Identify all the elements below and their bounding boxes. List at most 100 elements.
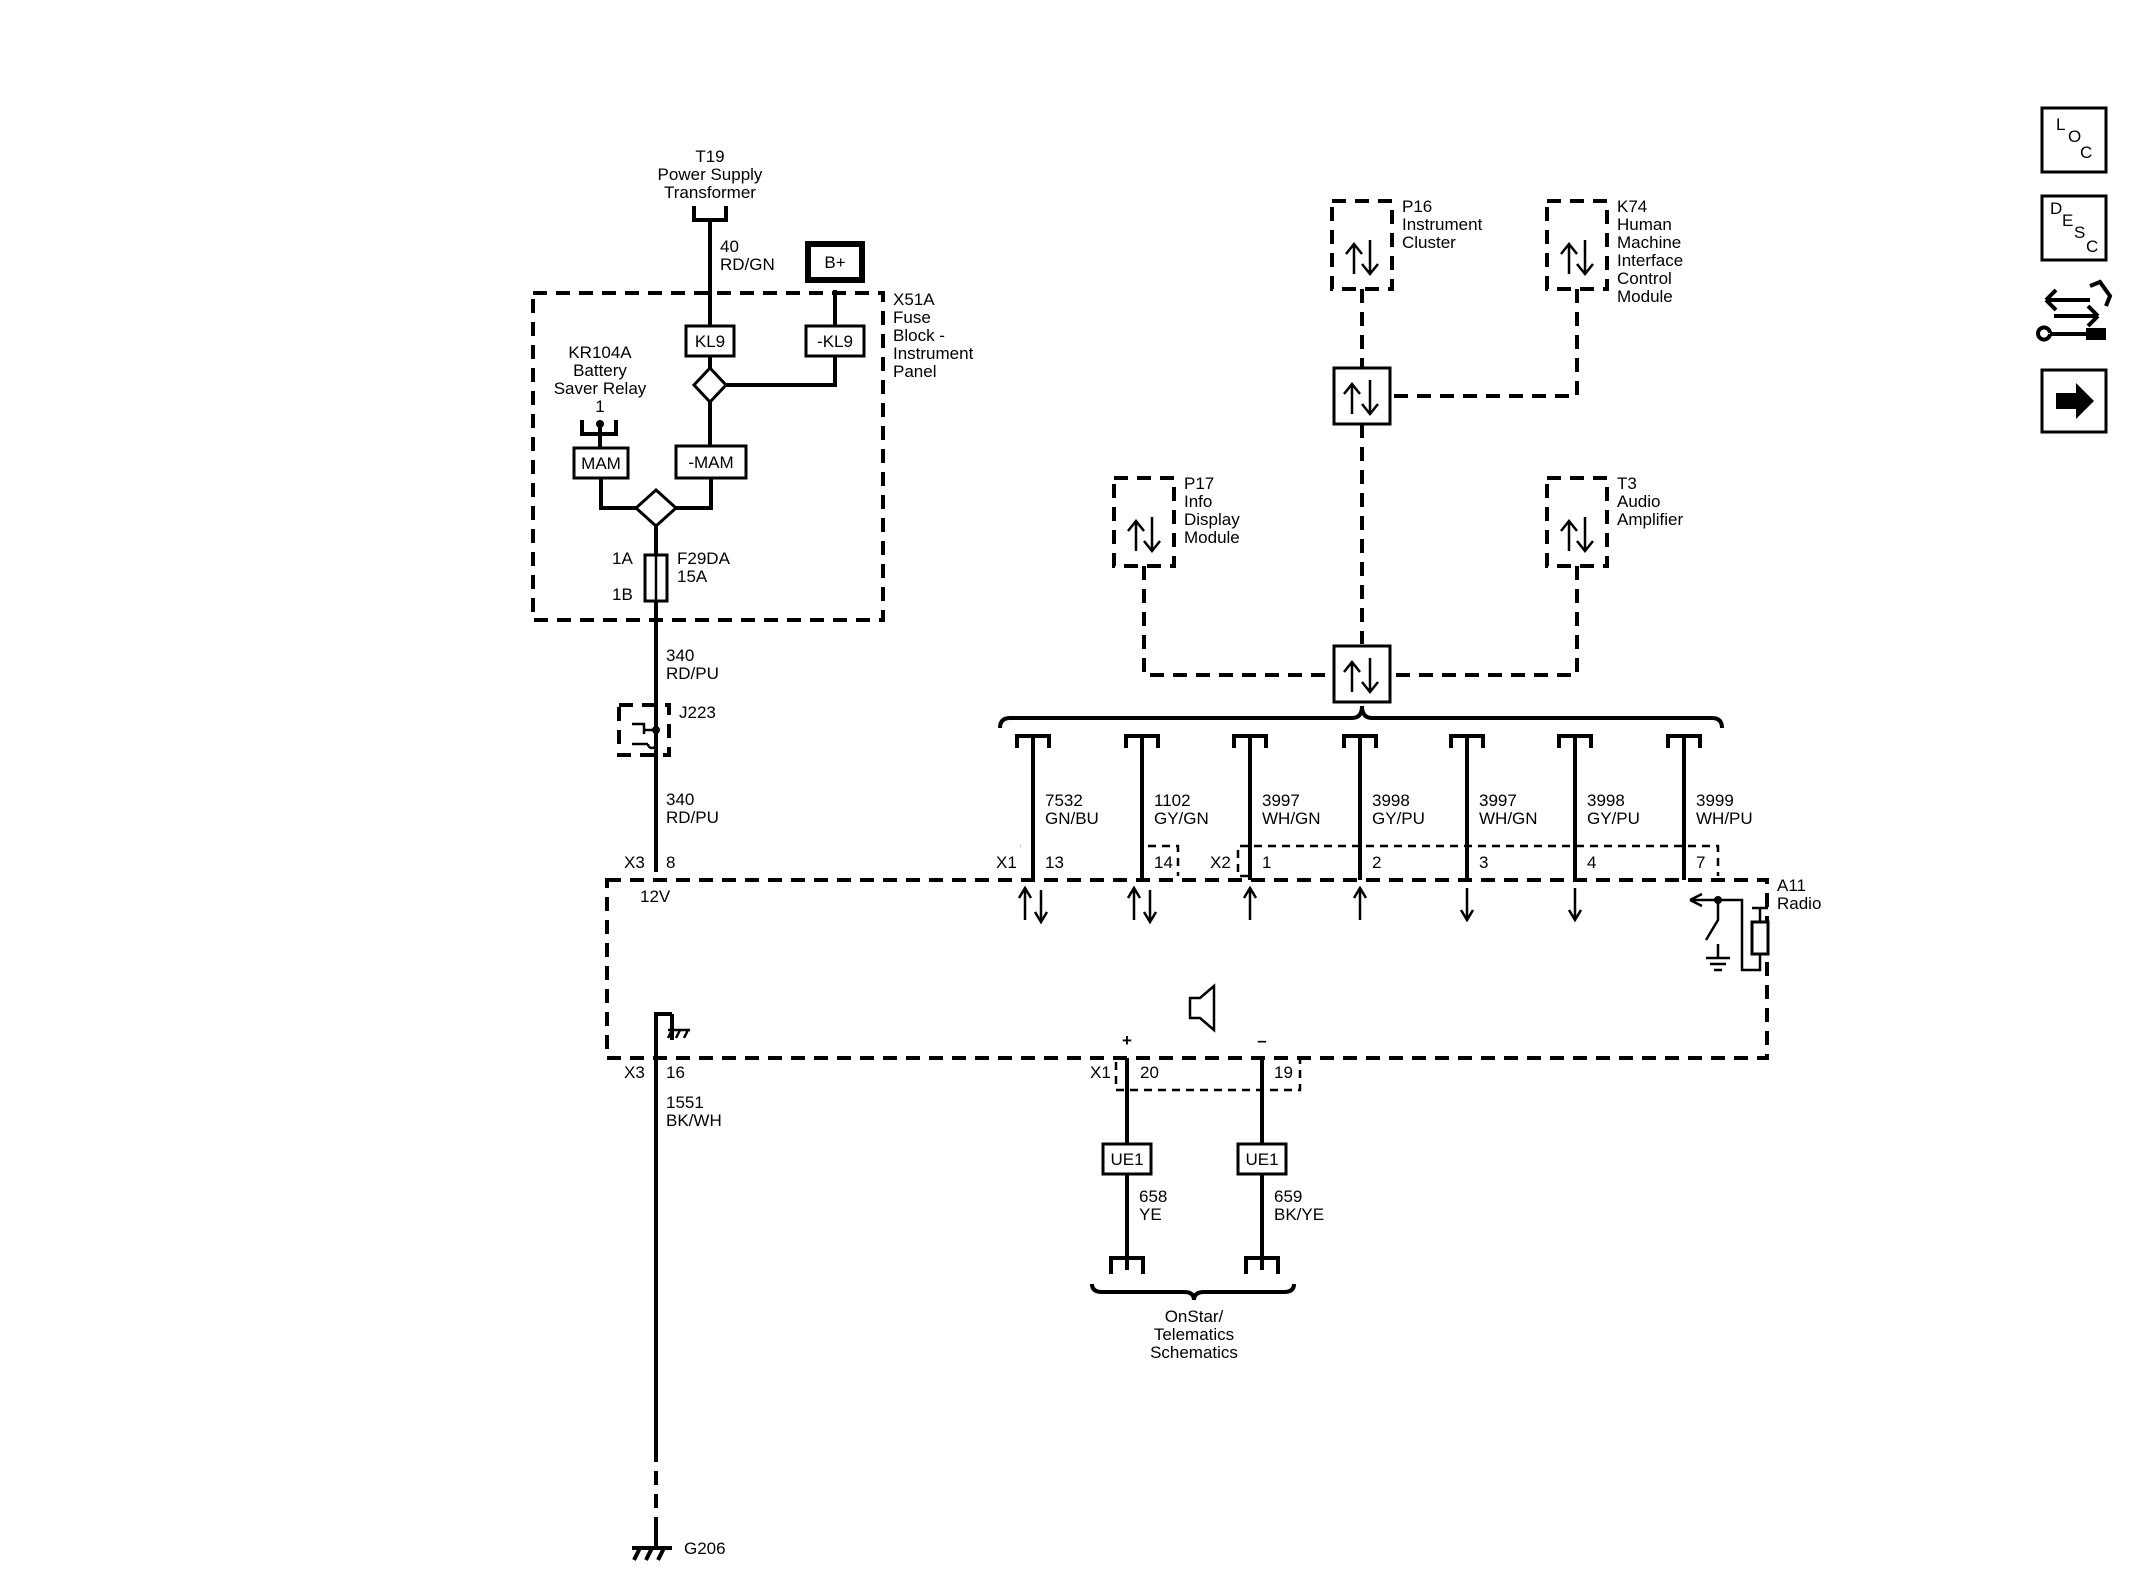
svg-text:K74: K74 <box>1617 197 1647 216</box>
bus-pin-number: 4 <box>1587 853 1596 872</box>
p16-module-outline <box>1330 199 1394 291</box>
bus-pin-number: 13 <box>1045 853 1064 872</box>
loc-button[interactable]: L O C <box>2040 106 2108 174</box>
j223-splice-outline <box>617 703 671 757</box>
p17-module-outline <box>1112 476 1176 568</box>
wire-340-number-top: 340 <box>666 646 694 665</box>
bus-wire-number: 1102 <box>1154 791 1191 810</box>
bus-bracket <box>998 705 1724 729</box>
pin-1a-label: 1A <box>612 549 633 568</box>
wire-659-number: 659 <box>1274 1187 1302 1206</box>
svg-text:B+: B+ <box>824 253 845 272</box>
onstar-bracket <box>1090 1283 1296 1301</box>
svg-text:Battery: Battery <box>573 361 627 380</box>
bus-pin-number: 14 <box>1154 853 1173 872</box>
onstar-label[interactable]: OnStar/ Telematics Schematics <box>1150 1307 1238 1362</box>
svg-text:Saver Relay: Saver Relay <box>554 379 647 398</box>
kl9-label: KL9 <box>695 332 725 351</box>
12v-label: 12V <box>640 887 671 906</box>
bidirectional-arrow-icon <box>1126 885 1158 925</box>
svg-text:Amplifier: Amplifier <box>1617 510 1683 529</box>
bus-wire-color: WH/PU <box>1696 809 1753 828</box>
p17-label: P17 Info Display Module <box>1184 474 1240 547</box>
svg-text:Module: Module <box>1184 528 1240 547</box>
pin-19-label: 19 <box>1274 1063 1293 1082</box>
bus-wire-color: GY/PU <box>1587 809 1640 828</box>
svg-text:Display: Display <box>1184 510 1240 529</box>
gateway-bottom <box>1332 644 1392 704</box>
bus-wire-color: WH/GN <box>1262 809 1321 828</box>
wire-40-number: 40 <box>720 237 739 256</box>
bus-wire-number: 3999 <box>1696 791 1734 810</box>
svg-text:Block -: Block - <box>893 326 945 345</box>
splice-diamond-top <box>691 365 729 405</box>
x1-speaker-connector-label: X1 <box>1090 1063 1111 1082</box>
svg-text:Cluster: Cluster <box>1402 233 1456 252</box>
x3-bottom-connector-label: X3 <box>624 1063 645 1082</box>
speaker-minus-label: – <box>1257 1031 1266 1050</box>
loc-letter-c: C <box>2080 143 2092 162</box>
desc-button[interactable]: D E S C <box>2040 194 2108 262</box>
svg-text:Instrument: Instrument <box>893 344 974 363</box>
wire-659-color: BK/YE <box>1274 1205 1324 1224</box>
svg-text:Schematics: Schematics <box>1150 1343 1238 1362</box>
bus-wire-color: GN/BU <box>1045 809 1099 828</box>
t19-label: T19 Power Supply Transformer <box>658 147 763 202</box>
chassis-ground-icon <box>666 1028 690 1039</box>
svg-text:Module: Module <box>1617 287 1673 306</box>
pin-8-label: 8 <box>666 853 675 872</box>
pin-16-label: 16 <box>666 1063 685 1082</box>
connector-wrench-icon[interactable] <box>2036 279 2113 342</box>
bus-pin-number: 2 <box>1372 853 1381 872</box>
svg-text:X51A: X51A <box>893 290 935 309</box>
bus-wire-number: 3998 <box>1372 791 1410 810</box>
wire-1551-number: 1551 <box>666 1093 704 1112</box>
kl9-box <box>684 324 736 358</box>
input-arrow-icon <box>1242 885 1258 920</box>
wire-340-number-bottom: 340 <box>666 790 694 809</box>
wire-340-color-bottom: RD/PU <box>666 808 719 827</box>
pin-20-label: 20 <box>1140 1063 1159 1082</box>
wire-1551-color: BK/WH <box>666 1111 722 1130</box>
desc-letter-c: C <box>2086 237 2098 256</box>
wire-40-color: RD/GN <box>720 255 775 274</box>
speaker-plus-label: + <box>1122 1031 1132 1050</box>
input-arrow-icon <box>1352 885 1368 920</box>
output-arrow-icon <box>1567 888 1583 923</box>
loc-letter-o: O <box>2068 127 2081 146</box>
t3-label: T3 Audio Amplifier <box>1617 474 1683 529</box>
ue1-box-right <box>1236 1142 1288 1176</box>
svg-text:P17: P17 <box>1184 474 1214 493</box>
neg-mam-label: -MAM <box>688 453 733 472</box>
radio-resistor <box>1750 920 1770 956</box>
bus-wire-number: 3997 <box>1479 791 1517 810</box>
k74-module-outline <box>1545 199 1609 291</box>
bus-wire-color: WH/GN <box>1479 809 1538 828</box>
fuse-rating: 15A <box>677 567 708 586</box>
ue1-left-label: UE1 <box>1110 1150 1143 1169</box>
svg-text:Radio: Radio <box>1777 894 1821 913</box>
x1-bus-connector-label: X1 <box>996 853 1017 872</box>
svg-text:Panel: Panel <box>893 362 936 381</box>
p17-bidirectional-icon <box>1127 517 1161 554</box>
a11-radio-label: A11 Radio <box>1777 876 1821 913</box>
svg-text:Transformer: Transformer <box>664 183 756 202</box>
desc-letter-d: D <box>2050 199 2062 218</box>
output-arrow-icon <box>1459 888 1475 923</box>
svg-text:Telematics: Telematics <box>1154 1325 1234 1344</box>
bus-pin-number: 1 <box>1262 853 1271 872</box>
x2-bus-connector-label: X2 <box>1210 853 1231 872</box>
a11-radio-outline <box>605 878 1769 1060</box>
next-page-button[interactable] <box>2040 368 2108 434</box>
svg-text:OnStar/: OnStar/ <box>1165 1307 1224 1326</box>
mam-box <box>572 446 630 480</box>
bus-wires: 7532GN/BU131102GY/GN143997WH/GN13998GY/P… <box>1015 734 1753 925</box>
svg-text:A11: A11 <box>1777 876 1806 895</box>
t3-bidirectional-icon <box>1560 517 1594 554</box>
k74-label: K74 Human Machine Interface Control Modu… <box>1617 197 1683 306</box>
